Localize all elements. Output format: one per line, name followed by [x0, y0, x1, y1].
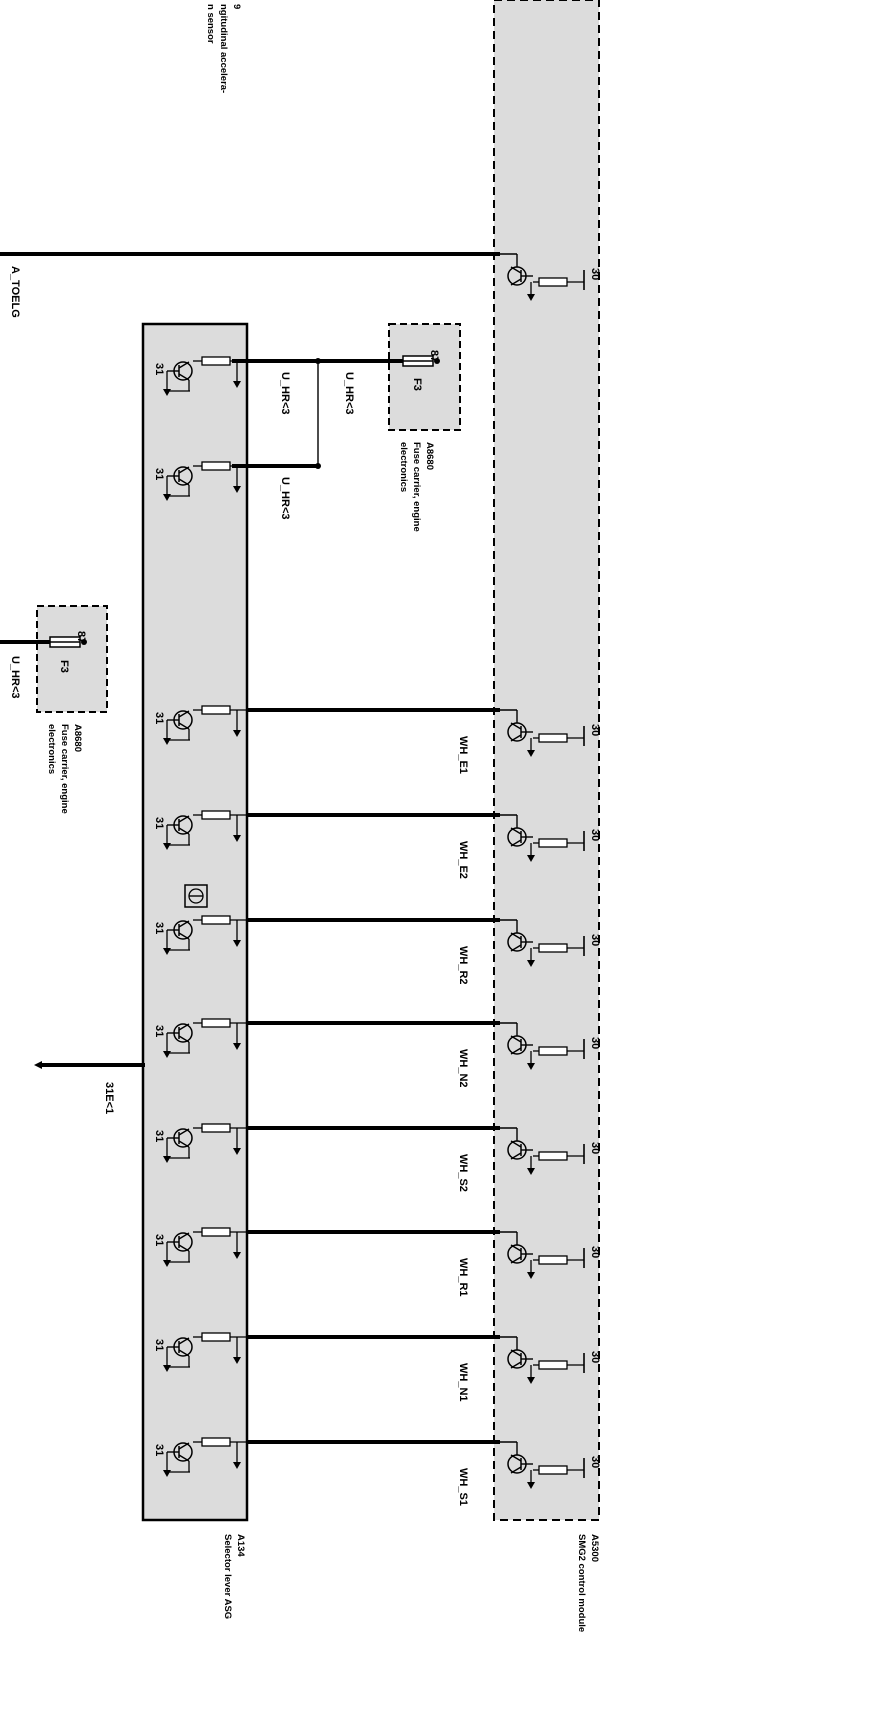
- signal-wire-label: WH_R2: [457, 946, 469, 985]
- smg2-resistor-3: [538, 838, 568, 848]
- smg2-resistor-5: [538, 1046, 568, 1056]
- selector-transistor-6: [167, 1023, 193, 1043]
- label-u-hr-c: U_HR<3: [279, 477, 291, 520]
- smg2-pin-label: 30: [589, 1037, 601, 1049]
- signal-wire-label: WH_S1: [457, 1468, 469, 1506]
- smg2-pin-label: 30: [589, 268, 601, 280]
- selector-transistor-9: [167, 1337, 193, 1357]
- label-u-hr-b: U_HR<3: [279, 372, 291, 415]
- selector-transistor-5: [167, 920, 193, 940]
- fuse-left-wire-label: U_HR<3: [9, 656, 21, 699]
- fuse-right-id: A8680: [424, 442, 435, 470]
- fuse-right-line2: electronics: [398, 442, 409, 492]
- selector-resistor-3: [201, 705, 231, 715]
- smg2-resistor-7: [538, 1255, 568, 1265]
- selector-pin-label: 31: [153, 817, 165, 829]
- selector-transistor-1: [167, 361, 193, 381]
- selector-lever-id: A134: [235, 1534, 246, 1557]
- selector-resistor-1: [201, 356, 231, 366]
- fuse-right-name: F3: [411, 378, 423, 391]
- smg2-pin-label: 30: [589, 1142, 601, 1154]
- selector-pin-label: 31: [153, 1444, 165, 1456]
- sensor-text-line1: ngitudinal accelera-: [218, 4, 229, 93]
- signal-wire-label: WH_S2: [457, 1154, 469, 1192]
- selector-pin-label: 31: [153, 363, 165, 375]
- fuse-left-pin: 87: [75, 631, 87, 643]
- ground-arrow: [34, 1061, 42, 1069]
- smg2-pin-label: 30: [589, 1351, 601, 1363]
- selector-transistor-4: [167, 815, 193, 835]
- selector-resistor-9: [201, 1332, 231, 1342]
- smg2-pin-label: 30: [589, 724, 601, 736]
- selector-pin-label: 31: [153, 1130, 165, 1142]
- fuse-carrier-left-box: [36, 605, 108, 713]
- selector-pin-label: 31: [153, 1234, 165, 1246]
- fuse-left-line1: Fuse carrier, engine: [59, 724, 70, 814]
- selector-pin-label: 31: [153, 922, 165, 934]
- sensor-text-line2: n sensor: [205, 4, 216, 44]
- selector-resistor-4: [201, 810, 231, 820]
- smg2-module-name: SMG2 control module: [576, 1534, 587, 1632]
- selector-transistor-3: [167, 710, 193, 730]
- selector-pin-label: 31: [153, 1025, 165, 1037]
- fuse-left-id: A8680: [72, 724, 83, 752]
- smg2-transistor-6: [507, 1140, 533, 1160]
- junction-dot-a: [315, 358, 321, 364]
- label-u-hr-a: U_HR<3: [343, 372, 355, 415]
- selector-resistor-8: [201, 1227, 231, 1237]
- fuse-left: [49, 636, 87, 648]
- smg2-control-module-box: [493, 0, 600, 1521]
- selector-lever-name: Selector lever ASG: [222, 1534, 233, 1619]
- smg2-resistor-2: [538, 733, 568, 743]
- selector-symbol-icon: [184, 884, 208, 908]
- smg2-resistor-1: [538, 277, 568, 287]
- smg2-resistor-6: [538, 1151, 568, 1161]
- smg2-pin-label: 30: [589, 829, 601, 841]
- selector-transistor-2: [167, 466, 193, 486]
- smg2-pin-label: 30: [589, 1246, 601, 1258]
- smg2-transistor-5: [507, 1035, 533, 1055]
- selector-pin-label: 31: [153, 468, 165, 480]
- fuse-left-name: F3: [58, 660, 70, 673]
- fuse-right-line1: Fuse carrier, engine: [411, 442, 422, 532]
- fuse-right-pin: 87: [428, 350, 440, 362]
- sensor-number: 9: [231, 4, 242, 9]
- fuse-carrier-right-box: [388, 323, 461, 431]
- selector-transistor-7: [167, 1128, 193, 1148]
- selector-pin-label: 31: [153, 712, 165, 724]
- fuse-right: [402, 355, 440, 367]
- signal-wire-label: WH_R1: [457, 1258, 469, 1297]
- selector-pin-label: 31: [153, 1339, 165, 1351]
- signal-wire-label: WH_E1: [457, 736, 469, 774]
- smg2-pin-label: 30: [589, 1456, 601, 1468]
- signal-wire-label: WH_E2: [457, 841, 469, 879]
- signal-wire-label: WH_N1: [457, 1363, 469, 1402]
- smg2-resistor-9: [538, 1465, 568, 1475]
- sensor-signal-label: A_TOELG: [9, 266, 21, 318]
- smg2-pin-label: 30: [589, 934, 601, 946]
- smg2-transistor-8: [507, 1349, 533, 1369]
- selector-transistor-10: [167, 1442, 193, 1462]
- selector-resistor-6: [201, 1018, 231, 1028]
- fuse-left-line2: electronics: [46, 724, 57, 774]
- smg2-resistor-8: [538, 1360, 568, 1370]
- smg2-transistor-1: [507, 266, 533, 286]
- selector-resistor-10: [201, 1437, 231, 1447]
- junction-dot-b: [315, 463, 321, 469]
- ground-wire-label: 31E<1: [103, 1082, 115, 1114]
- selector-resistor-7: [201, 1123, 231, 1133]
- signal-wire-label: WH_N2: [457, 1049, 469, 1088]
- selector-resistor-2: [201, 461, 231, 471]
- selector-resistor-5: [201, 915, 231, 925]
- smg2-transistor-2: [507, 722, 533, 742]
- selector-transistor-8: [167, 1232, 193, 1252]
- smg2-resistor-4: [538, 943, 568, 953]
- smg2-module-id: A5300: [589, 1534, 600, 1562]
